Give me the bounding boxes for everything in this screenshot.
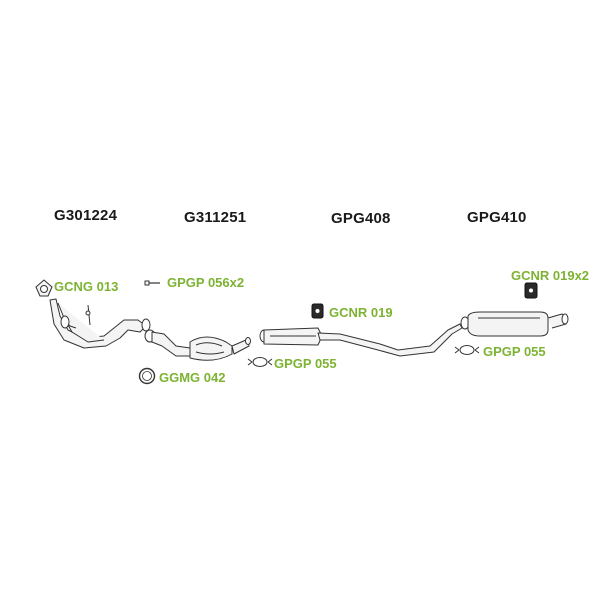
accessory-clamp-rear: GPGP 055: [483, 344, 546, 359]
part-number-front-pipe: G301224: [54, 207, 118, 224]
rear-silencer-shape: [460, 311, 569, 337]
front-gasket-shape: [35, 279, 53, 297]
accessory-gasket-ring: GGMG 042: [159, 370, 226, 385]
accessory-rubber-mount-rear: GCNR 019x2: [511, 268, 590, 283]
rear-clamp-shape: [454, 345, 480, 355]
part-number-middle-silencer: GPG408: [331, 210, 391, 227]
accessory-clamp-middle: GPGP 055: [274, 356, 337, 371]
middle-silencer-shape: [259, 323, 463, 357]
bolt-shape: [144, 280, 160, 286]
front-pipe-shape: [49, 298, 151, 349]
accessory-rubber-mount-middle: GCNR 019: [329, 305, 393, 320]
catalytic-converter-shape: [144, 329, 251, 361]
rubber-mount-middle-shape: [311, 303, 324, 319]
accessory-gasket-front: GCNG 013: [54, 279, 119, 294]
part-number-catalytic-converter: G311251: [184, 209, 247, 226]
part-number-rear-silencer: GPG410: [467, 209, 527, 226]
rubber-mount-rear-shape: [524, 282, 538, 299]
accessory-bolts: GPGP 056x2: [167, 275, 245, 290]
gasket-ring-shape: [138, 367, 156, 385]
middle-clamp-shape: [247, 357, 273, 367]
